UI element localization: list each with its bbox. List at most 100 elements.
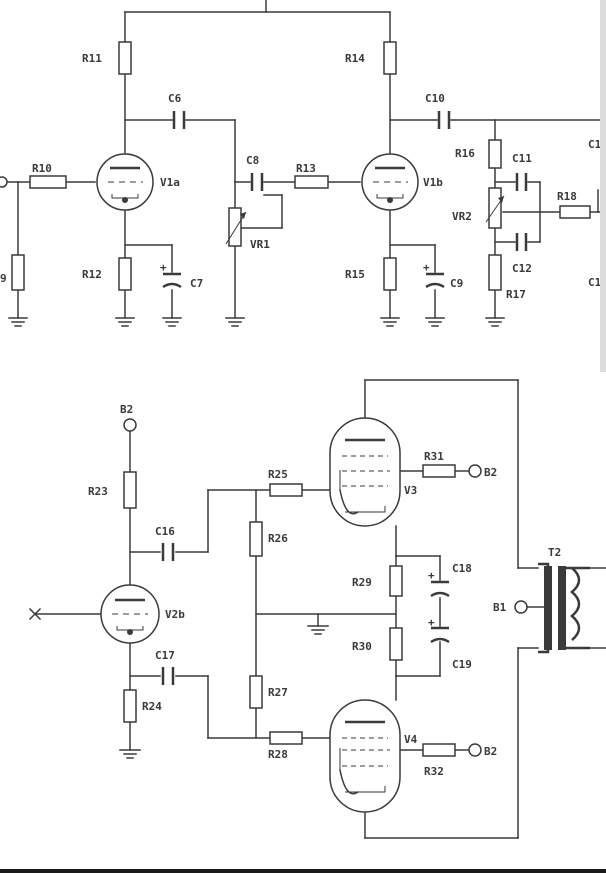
resistor-r30: [389, 627, 403, 661]
resistor-r32: [422, 743, 456, 757]
label-r18: R18: [557, 190, 577, 203]
label-c19: C19: [452, 658, 472, 671]
label-c16: C16: [155, 525, 175, 538]
terminal-b2-v3: [468, 464, 482, 478]
label-r12: R12: [82, 268, 102, 281]
svg-text:+: +: [428, 569, 435, 582]
top-wiring: [0, 0, 606, 319]
terminal-b2-v4: [468, 743, 482, 757]
resistor-r28: [269, 731, 303, 745]
resistor-r27: [249, 675, 263, 709]
label-r30: R30: [352, 640, 372, 653]
label-c11: C11: [512, 152, 532, 165]
resistor-r12: [118, 257, 132, 291]
bottom-edge-bar: [0, 869, 606, 873]
label-c10: C10: [425, 92, 445, 105]
capacitor-c11: [515, 173, 528, 191]
label-r16: R16: [455, 147, 475, 160]
ground-icon: [119, 625, 329, 759]
tube-v3: [329, 417, 401, 527]
resistor-r25: [269, 483, 303, 497]
capacitor-c8: [250, 173, 264, 191]
resistor-r26: [249, 521, 263, 557]
resistor-r31: [422, 464, 456, 478]
label-b2-v4: B2: [484, 745, 497, 758]
label-c-top-edge: C1: [588, 138, 602, 151]
label-r10: R10: [32, 162, 52, 175]
electrolytic-c19: +: [428, 616, 450, 644]
label-t2: T2: [548, 546, 561, 559]
label-r24: R24: [142, 700, 162, 713]
label-r11: R11: [82, 52, 102, 65]
label-r28: R28: [268, 748, 288, 761]
label-r25: R25: [268, 468, 288, 481]
resistor-r15: [383, 257, 397, 291]
capacitor-c12: [515, 233, 528, 251]
electrolytic-c9: +: [423, 261, 445, 289]
label-c6: C6: [168, 92, 182, 105]
label-v4: V4: [404, 733, 418, 746]
ground-icon: [8, 317, 505, 327]
label-r26: R26: [268, 532, 288, 545]
capacitor-c10: [437, 111, 451, 129]
tube-v1b: [361, 153, 419, 211]
resistor-r14: [383, 41, 397, 75]
terminal-b1: [514, 600, 528, 614]
resistor-r18: [559, 205, 591, 219]
electrolytic-c18: +: [428, 569, 450, 598]
resistor-r11: [118, 41, 132, 75]
potentiometer-vr1: [225, 207, 247, 247]
label-c17: C17: [155, 649, 175, 662]
resistor-r24: [123, 689, 137, 723]
label-r31: R31: [424, 450, 444, 463]
label-r15: R15: [345, 268, 365, 281]
tube-v2b: [100, 584, 160, 644]
label-r32: R32: [424, 765, 444, 778]
electrolytic-c7: +: [160, 261, 182, 289]
svg-text:+: +: [428, 616, 435, 629]
label-vr1: VR1: [250, 238, 270, 251]
input-cross-icon: [28, 607, 42, 621]
resistor-r17: [488, 254, 502, 291]
label-c9: C9: [450, 277, 463, 290]
tube-v4: [329, 699, 401, 813]
label-r17: R17: [506, 288, 526, 301]
svg-text:+: +: [423, 261, 430, 274]
resistor-r16: [488, 139, 502, 169]
top-labels: R11 C6 R10 V1a C8 R13 VR1 R12 C7 9 R14 C…: [0, 52, 602, 301]
label-b2-top: B2: [120, 403, 133, 416]
bottom-labels: B2 R23 C16 V2b C17 R24 R25 R26 R27 R28 R…: [88, 403, 561, 778]
label-r29: R29: [352, 576, 372, 589]
label-c18: C18: [452, 562, 472, 575]
label-v3: V3: [404, 484, 417, 497]
capacitor-c16: [161, 543, 175, 561]
transformer-t2: [538, 562, 606, 654]
potentiometer-vr2: [485, 187, 505, 229]
resistor-r9: [11, 254, 25, 291]
label-c8: C8: [246, 154, 259, 167]
capacitor-c6: [172, 111, 186, 129]
edge-strip: [600, 0, 606, 372]
svg-text:+: +: [160, 261, 167, 274]
resistor-r23: [123, 471, 137, 509]
resistor-r10: [29, 175, 67, 189]
tube-v1a: [96, 153, 154, 211]
label-r27: R27: [268, 686, 288, 699]
resistor-r13: [294, 175, 329, 189]
label-r9: 9: [0, 272, 7, 285]
label-vr2: VR2: [452, 210, 472, 223]
label-r13: R13: [296, 162, 316, 175]
label-c7: C7: [190, 277, 203, 290]
terminal-b2-top: [123, 418, 137, 432]
capacitor-c17: [161, 667, 175, 685]
label-c-mid-edge: C1: [588, 276, 602, 289]
label-b1: B1: [493, 601, 507, 614]
label-v1b: V1b: [423, 176, 443, 189]
label-v2b: V2b: [165, 608, 185, 621]
resistor-r29: [389, 565, 403, 597]
terminal-icon: [123, 418, 528, 757]
label-c12: C12: [512, 262, 532, 275]
label-b2-v3: B2: [484, 466, 497, 479]
label-r14: R14: [345, 52, 365, 65]
